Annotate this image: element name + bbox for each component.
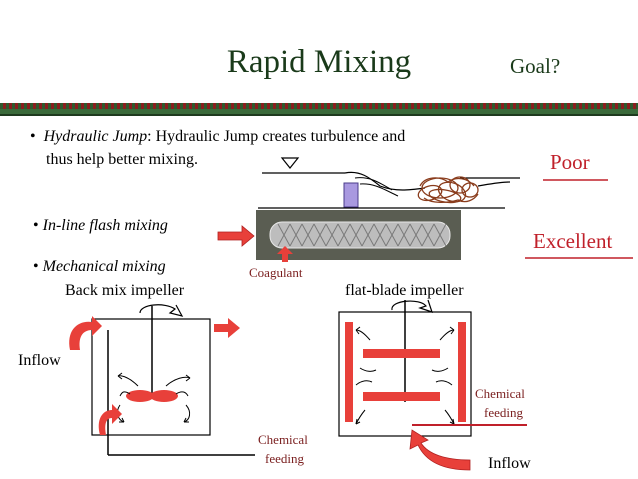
bullet-marker: • xyxy=(30,128,36,145)
outflow-arrow xyxy=(214,318,240,338)
weir-block xyxy=(343,182,359,208)
impeller-blade-left xyxy=(126,390,154,402)
flat-blade-lower xyxy=(363,392,440,401)
inline-flash-term: In-line flash mixing xyxy=(42,217,168,234)
baffle-left xyxy=(345,322,353,422)
rotation-arrow-left xyxy=(139,304,184,317)
curved-arrow-top xyxy=(69,316,102,350)
chemical-label-right-1: Chemical xyxy=(475,386,525,401)
flat-blade-label: flat-blade impeller xyxy=(345,282,464,299)
inflow-label-right: Inflow xyxy=(488,455,531,472)
hydraulic-jump-desc: : Hydraulic Jump creates turbulence and xyxy=(147,128,406,145)
bullet-marker: • xyxy=(33,258,39,275)
hydraulic-jump-desc-line2: thus help better mixing. xyxy=(46,151,198,168)
impeller-blade-right xyxy=(150,390,178,402)
coagulant-arrow xyxy=(277,246,293,262)
rotation-arrow-right xyxy=(391,299,433,313)
back-mix-tank xyxy=(69,304,255,456)
flat-blade-upper xyxy=(363,349,440,358)
goal-label: Goal? xyxy=(510,54,561,78)
turbulence-scribble xyxy=(417,176,479,204)
curved-arrow-bottom xyxy=(98,404,122,435)
hydraulic-jump-sketch xyxy=(258,157,520,209)
hydraulic-jump-term: Hydraulic Jump xyxy=(43,128,148,145)
mechanical-term: Mechanical mixing xyxy=(42,258,166,275)
inflow-label-left: Inflow xyxy=(18,352,61,369)
coagulant-label: Coagulant xyxy=(249,265,303,280)
rating-poor: Poor xyxy=(550,150,590,174)
bullet-mechanical: • Mechanical mixing xyxy=(33,258,166,276)
chemical-label-left-1: Chemical xyxy=(258,432,308,447)
inflow-arrow-pipe xyxy=(217,225,255,247)
chemical-label-right-2: feeding xyxy=(484,405,523,420)
title-divider-band xyxy=(0,103,638,116)
flat-blade-tank xyxy=(338,299,527,471)
chemical-label-left-2: feeding xyxy=(265,451,304,466)
bullet-marker: • xyxy=(33,217,39,234)
curved-arrow-inflow xyxy=(409,429,471,471)
pipe-mesh xyxy=(269,221,451,249)
bullet-inline-flash: • In-line flash mixing xyxy=(33,217,168,235)
bullet-hydraulic-jump: • Hydraulic Jump: Hydraulic Jump creates… xyxy=(30,128,405,146)
slide-title: Rapid Mixing xyxy=(226,44,412,80)
rating-excellent: Excellent xyxy=(533,229,613,253)
back-mix-label: Back mix impeller xyxy=(65,282,185,299)
baffle-right xyxy=(458,322,466,422)
